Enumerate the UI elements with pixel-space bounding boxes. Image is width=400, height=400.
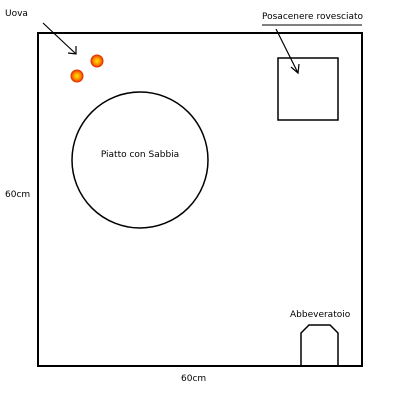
sand-dish (71, 91, 209, 229)
egg (90, 54, 104, 68)
sand-dish-label: Piatto con Sabbia (101, 150, 179, 160)
water-dish-label: Abbeveratoio (290, 310, 351, 320)
enclosure-outline (37, 32, 363, 367)
water-dish (300, 324, 339, 366)
eggs-arrow-line (42, 22, 77, 55)
egg (70, 69, 84, 83)
ashtray-arrow-line (275, 28, 299, 74)
side-dimension-label: 60cm (5, 190, 30, 200)
ashtray-arrowhead (290, 63, 300, 75)
eggs-label: Uova (5, 9, 28, 19)
ashtray-label: Posacenere rovesciato (262, 12, 363, 22)
eggs-arrowhead (67, 46, 77, 55)
overturned-ashtray (277, 57, 339, 121)
bottom-dimension-label: 60cm (181, 374, 206, 384)
